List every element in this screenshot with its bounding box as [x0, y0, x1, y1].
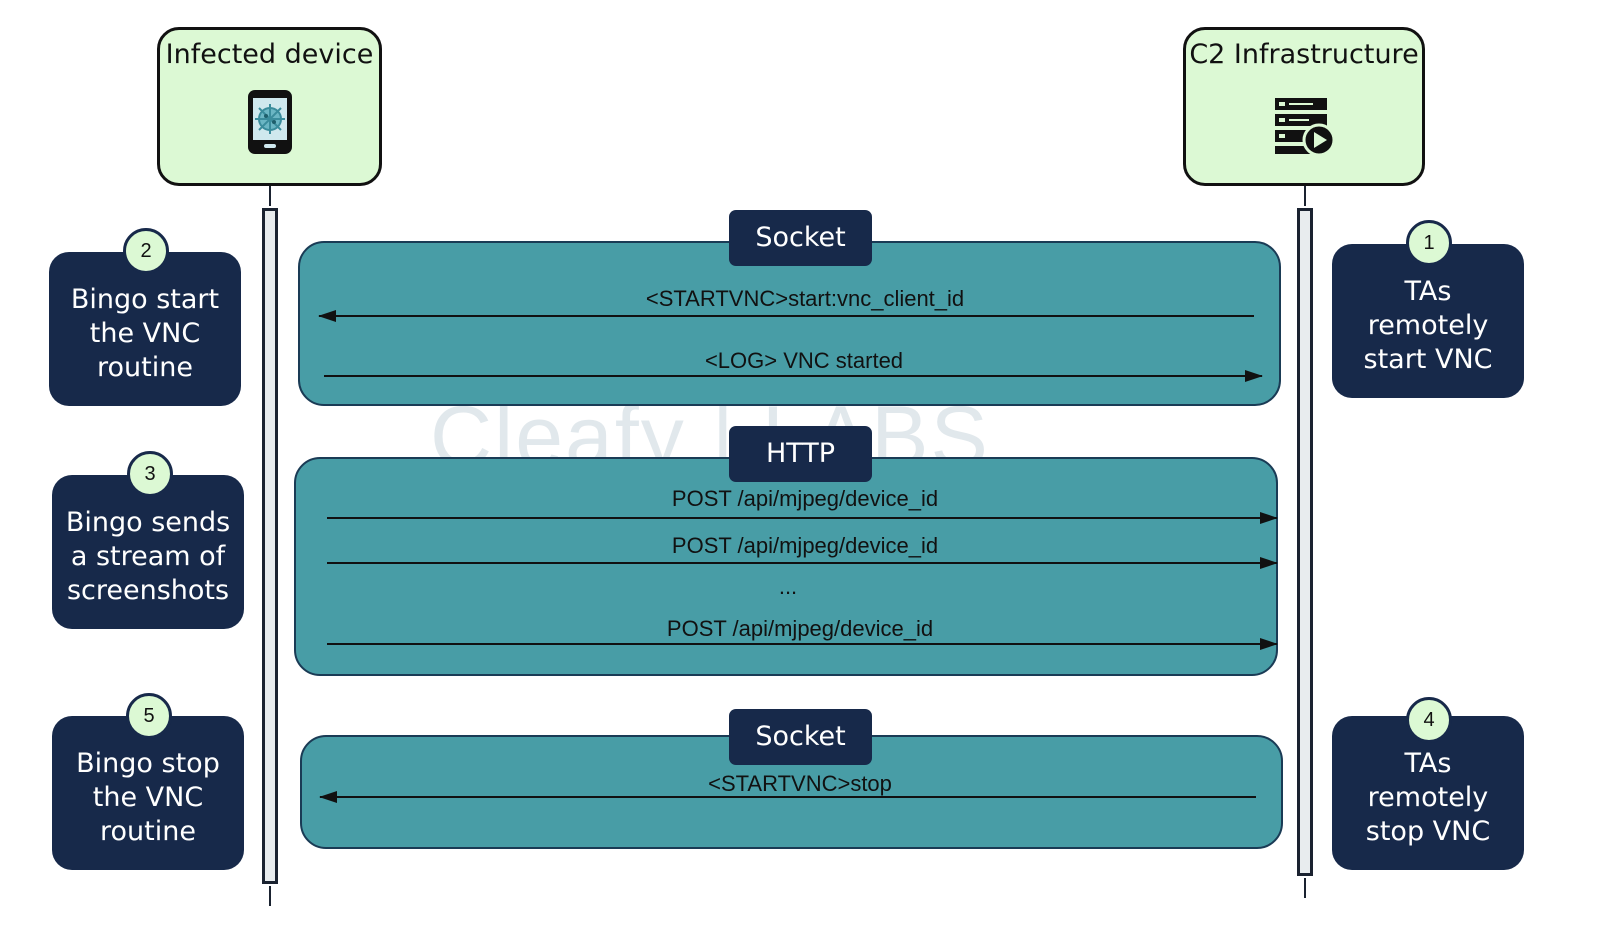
right-lifeline-top-tick — [1304, 186, 1306, 206]
left-lifeline-bottom-tick — [269, 886, 271, 906]
step-1-badge: 1 — [1406, 220, 1452, 266]
right-lifeline — [1297, 208, 1313, 876]
message-post-mjpeg: POST /api/mjpeg/device_id — [666, 616, 934, 641]
actor-title: C2 Infrastructure — [1189, 39, 1419, 70]
message-post-mjpeg: POST /api/mjpeg/device_id — [671, 533, 939, 558]
step-1-text: TAs remotely start VNC — [1363, 276, 1493, 375]
actor-c2-infrastructure: C2 Infrastructure — [1183, 27, 1425, 186]
infected-phone-icon — [246, 88, 294, 160]
group-label-socket: Socket — [729, 709, 872, 765]
step-3-badge: 3 — [127, 451, 173, 497]
group-label-http: HTTP — [729, 426, 872, 482]
group-label-socket: Socket — [729, 210, 872, 266]
step-4-text: TAs remotely stop VNC — [1365, 748, 1491, 847]
left-lifeline-top-tick — [269, 186, 271, 206]
step-2-badge: 2 — [123, 228, 169, 274]
step-3-box: Bingo sends a stream of screenshots — [52, 475, 244, 629]
step-5-box: Bingo stop the VNC routine — [52, 716, 244, 870]
step-2-box: Bingo start the VNC routine — [49, 252, 241, 406]
step-5-badge: 5 — [126, 693, 172, 739]
step-1-box: TAs remotely start VNC — [1332, 244, 1524, 398]
message-post-mjpeg: POST /api/mjpeg/device_id — [671, 486, 939, 511]
message-ellipsis: ... — [778, 574, 798, 599]
socket-group-start — [298, 241, 1281, 406]
message-stop-vnc: <STARTVNC>stop — [708, 771, 892, 796]
left-lifeline — [262, 208, 278, 884]
step-4-badge: 4 — [1406, 697, 1452, 743]
step-2-text: Bingo start the VNC routine — [70, 284, 220, 383]
actor-infected-device: Infected device — [157, 27, 382, 186]
right-lifeline-bottom-tick — [1304, 878, 1306, 898]
message-vnc-started: <LOG> VNC started — [704, 348, 904, 373]
server-play-icon — [1273, 96, 1336, 160]
message-start-vnc: <STARTVNC>start:vnc_client_id — [645, 286, 965, 311]
step-3-text: Bingo sends a stream of screenshots — [65, 507, 231, 606]
step-5-text: Bingo stop the VNC routine — [76, 748, 220, 847]
actor-title: Infected device — [165, 39, 374, 70]
